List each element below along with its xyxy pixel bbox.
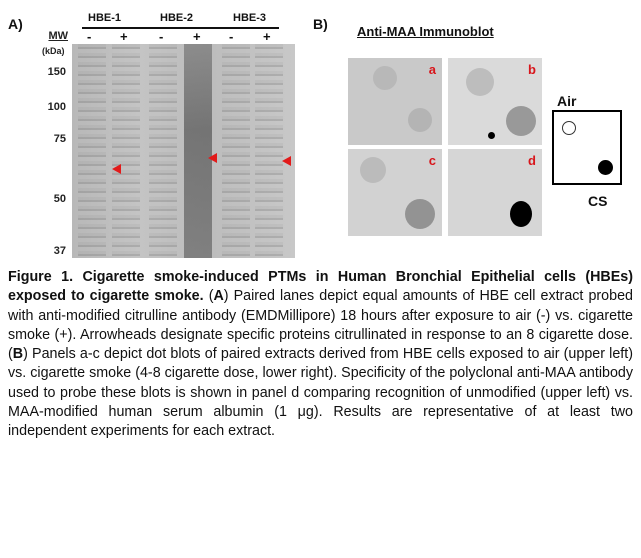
lane-sign: +: [120, 29, 128, 44]
legend-cs-label: CS: [588, 193, 608, 209]
lane-sign: -: [229, 29, 234, 44]
mw-header: MW: [48, 30, 68, 42]
mw-marker: 75: [53, 133, 66, 145]
caption-ref: A: [213, 288, 224, 305]
arrowhead-icon: [208, 153, 217, 163]
legend-air-label: Air: [557, 93, 577, 109]
lane-sign: -: [87, 29, 92, 44]
mw-marker: 100: [47, 101, 66, 113]
mw-marker: 37: [53, 245, 66, 257]
caption-text: (: [203, 288, 214, 305]
group-label: HBE-1: [88, 12, 122, 24]
dot-blot-tile: c: [348, 149, 442, 236]
group-label: HBE-2: [160, 12, 194, 24]
group-underline: [82, 27, 279, 29]
group-label: HBE-3: [233, 12, 267, 24]
caption-title: Figure 1. Cigarette smoke-induced PTMs i…: [8, 269, 633, 305]
arrowhead-icon: [112, 164, 121, 174]
caption-text: ) Paired lanes depict equal amounts of H…: [8, 288, 633, 363]
lane-sign: -: [159, 29, 164, 44]
panel-a-label: A): [8, 16, 23, 32]
dot-blot-tile: b: [448, 58, 542, 145]
panel-b-title: Anti-MAA Immunoblot: [357, 24, 494, 39]
mw-unit: (kDa): [42, 46, 65, 56]
western-blot-image: [72, 44, 295, 258]
dot-blot-legend: [552, 110, 622, 185]
dot-blot-tile: a: [348, 58, 442, 145]
caption-ref: B: [12, 346, 24, 363]
mw-marker: 150: [47, 66, 66, 78]
arrowhead-icon: [282, 156, 291, 166]
lane-sign: +: [193, 29, 201, 44]
dot-blot-tile: d: [448, 149, 542, 236]
lane-sign: +: [263, 29, 271, 44]
panel-b-label: B): [313, 16, 328, 32]
mw-marker: 50: [53, 193, 66, 205]
figure-caption: Figure 1. Cigarette smoke-induced PTMs i…: [8, 268, 633, 442]
caption-text: ) Panels a-c depict dot blots of paired …: [8, 346, 633, 440]
